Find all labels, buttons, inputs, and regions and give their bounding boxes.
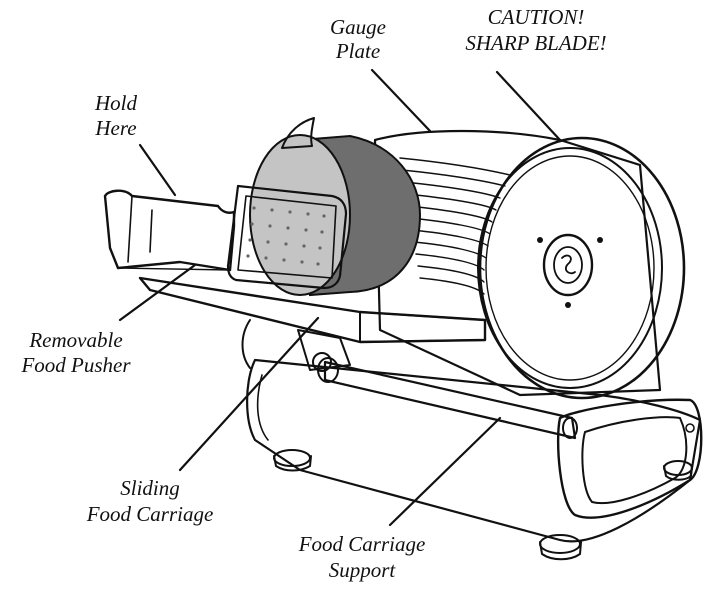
leader-lines [118,68,562,527]
label-food-carriage-line1: Sliding [120,476,180,500]
label-gauge-plate: Gauge Plate [330,15,386,63]
food-carriage [138,276,487,372]
label-carriage-support-line2: Support [329,558,397,582]
removable-food-pusher [103,184,348,290]
label-gauge-plate-line1: Gauge [330,15,386,39]
pusher-spikes [246,206,326,266]
label-food-carriage: Sliding Food Carriage [86,476,214,526]
label-food-pusher: Removable Food Pusher [20,328,131,377]
blade-hub [542,233,594,297]
food-pusher-leader [118,263,197,322]
gauge-fin [281,117,315,149]
hold-here-leader [138,143,177,197]
caution-leader [495,70,562,142]
label-gauge-plate-line2: Plate [335,39,380,63]
label-carriage-support: Food Carriage Support [298,532,426,582]
label-caution: CAUTION! SHARP BLADE! [465,5,606,55]
label-food-pusher-line1: Removable [28,328,122,352]
label-carriage-support-line1: Food Carriage [298,532,426,556]
label-caution-line1: CAUTION! [488,5,585,29]
label-food-pusher-line2: Food Pusher [20,353,131,377]
label-hold-here-line1: Hold [94,91,138,115]
label-hold-here: Hold Here [94,91,138,140]
label-food-carriage-line2: Food Carriage [86,502,214,526]
carriage-support-leader [388,416,502,527]
slicer-feet [273,449,693,561]
label-hold-here-line2: Here [94,116,136,140]
food-roll-face [249,134,351,296]
food-carriage-leader [178,316,320,472]
carriage-support-rail [317,357,703,519]
blade-disc [477,147,663,389]
blade-assembly [477,136,686,400]
food-roll [249,134,422,297]
slicer-base [246,358,702,543]
label-caution-line2: SHARP BLADE! [465,31,606,55]
gauge-plate-leader [370,68,432,133]
